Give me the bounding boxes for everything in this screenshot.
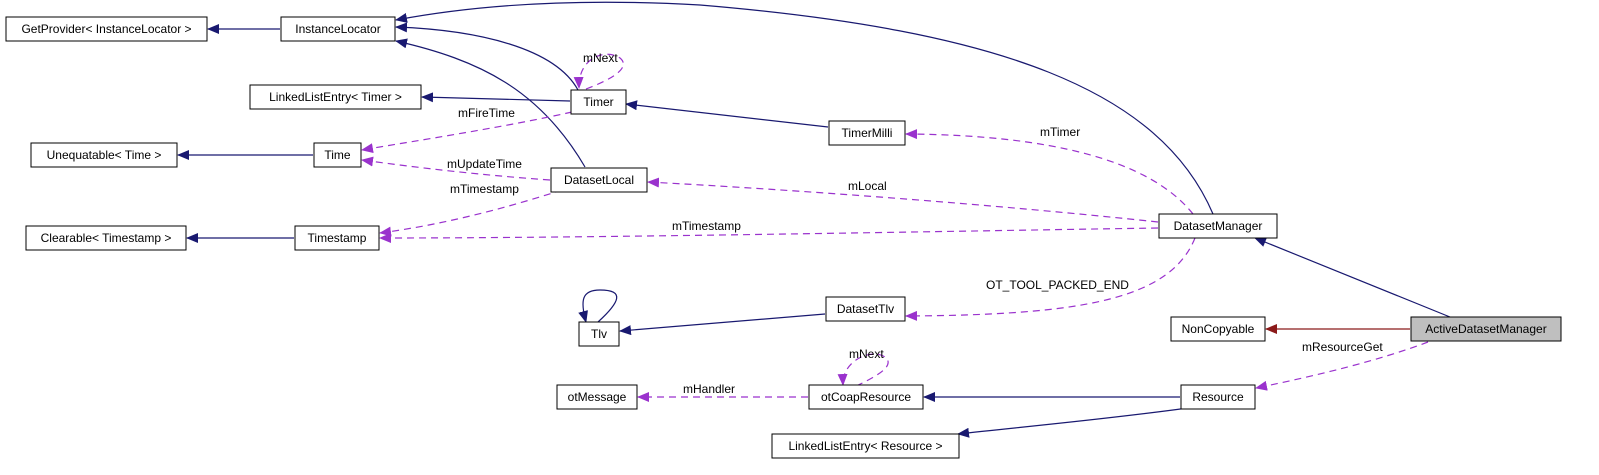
label-m-resource-get: mResourceGet xyxy=(1302,340,1383,354)
edge-activedatasetmanager-datasetmanager xyxy=(1254,237,1451,318)
label-m-fire-time: mFireTime xyxy=(458,106,515,120)
node-linked-list-entry-resource[interactable]: LinkedListEntry< Resource > xyxy=(771,433,960,459)
inheritance-edges xyxy=(177,1,1451,438)
node-label: LinkedListEntry< Resource > xyxy=(788,439,942,453)
edge-labels: mNext mFireTime mUpdateTime mTimestamp m… xyxy=(447,51,1383,396)
edge-timermilli-timer xyxy=(625,100,829,128)
node-label: Unequatable< Time > xyxy=(47,148,162,162)
node-timer-milli[interactable]: TimerMilli xyxy=(828,120,906,146)
label-m-timestamp-local: mTimestamp xyxy=(450,182,519,196)
node-label: Time xyxy=(324,148,351,162)
node-timer[interactable]: Timer xyxy=(570,89,627,115)
node-resource[interactable]: Resource xyxy=(1180,384,1256,410)
node-label: GetProvider< InstanceLocator > xyxy=(21,22,191,36)
edge-timer-time-mfiretime xyxy=(361,111,573,154)
label-m-handler: mHandler xyxy=(683,382,735,396)
node-dataset-manager[interactable]: DatasetManager xyxy=(1158,213,1278,239)
edge-timer-linkedlistentry xyxy=(421,92,571,103)
node-label: InstanceLocator xyxy=(295,22,380,36)
edge-datasetmanager-instancelocator xyxy=(395,1,1214,215)
node-label: Timer xyxy=(583,95,613,109)
node-unequatable-time[interactable]: Unequatable< Time > xyxy=(30,142,178,168)
node-clearable-timestamp[interactable]: Clearable< Timestamp > xyxy=(25,225,187,251)
node-timestamp[interactable]: Timestamp xyxy=(294,225,380,251)
label-m-timer: mTimer xyxy=(1040,125,1080,139)
node-label: TimerMilli xyxy=(842,126,893,140)
edge-otcoapresource-mnext-self xyxy=(837,353,889,387)
label-m-local: mLocal xyxy=(848,179,887,193)
node-label: DatasetLocal xyxy=(564,173,634,187)
node-instance-locator[interactable]: InstanceLocator xyxy=(280,16,396,42)
edge-datasetmanager-datasetlocal-mlocal xyxy=(647,177,1159,223)
label-ot-tool-packed-end: OT_TOOL_PACKED_END xyxy=(986,278,1129,292)
node-label: ActiveDatasetManager xyxy=(1425,322,1546,336)
node-label: DatasetTlv xyxy=(837,302,894,316)
edge-datasetlocal-time-mupdatetime xyxy=(361,156,551,181)
label-m-timestamp-manager: mTimestamp xyxy=(672,219,741,233)
node-active-dataset-manager[interactable]: ActiveDatasetManager xyxy=(1410,316,1562,342)
node-label: LinkedListEntry< Timer > xyxy=(269,90,402,104)
node-ot-coap-resource[interactable]: otCoapResource xyxy=(808,384,924,410)
node-label: Resource xyxy=(1192,390,1244,404)
node-get-provider[interactable]: GetProvider< InstanceLocator > xyxy=(5,16,208,42)
node-label: Clearable< Timestamp > xyxy=(41,231,172,245)
node-label: Tlv xyxy=(591,327,607,341)
edge-datasetmanager-timermilli-mtimer xyxy=(905,129,1194,215)
label-m-next-coap: mNext xyxy=(849,347,884,361)
edge-datasetlocal-instancelocator xyxy=(395,38,586,168)
usage-edges xyxy=(361,53,1429,402)
edge-activedatasetmanager-resource-mresourceget xyxy=(1255,341,1429,391)
edge-resource-linkedlistentry xyxy=(957,407,1189,438)
node-tlv[interactable]: Tlv xyxy=(578,321,620,347)
edge-datasetlocal-timestamp-mtimestamp xyxy=(379,189,563,237)
node-non-copyable[interactable]: NonCopyable xyxy=(1170,316,1266,342)
edge-timer-instancelocator xyxy=(395,22,579,91)
node-ot-message[interactable]: otMessage xyxy=(556,384,638,410)
edge-datasetmanager-timestamp-mtimestamp xyxy=(379,227,1159,243)
node-dataset-tlv[interactable]: DatasetTlv xyxy=(825,296,906,322)
node-label: otMessage xyxy=(568,390,627,404)
edge-tlv-self xyxy=(578,289,618,323)
node-label: DatasetManager xyxy=(1174,219,1263,233)
edge-datasetmanager-datasettlv xyxy=(905,237,1196,321)
node-dataset-local[interactable]: DatasetLocal xyxy=(550,167,648,193)
node-label: NonCopyable xyxy=(1182,322,1255,336)
label-m-next-timer: mNext xyxy=(583,51,618,65)
edge-timer-mnext-self xyxy=(573,53,624,90)
edge-datasettlv-tlv xyxy=(619,313,826,336)
node-label: Timestamp xyxy=(308,231,367,245)
node-time[interactable]: Time xyxy=(313,142,362,168)
node-label: otCoapResource xyxy=(821,390,911,404)
label-m-update-time: mUpdateTime xyxy=(447,157,522,171)
node-linked-list-entry-timer[interactable]: LinkedListEntry< Timer > xyxy=(249,84,422,110)
